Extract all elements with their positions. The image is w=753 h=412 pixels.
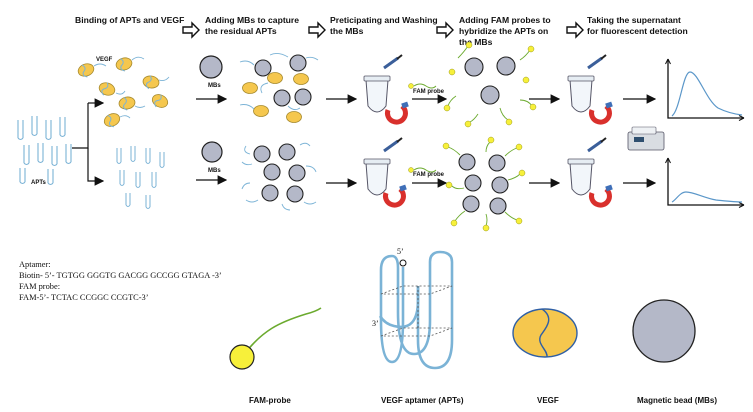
mbs-with-apts-bottom <box>241 142 317 211</box>
free-apts-cluster <box>116 146 165 209</box>
supernatant-tube-top <box>567 54 613 125</box>
hybridized-mbs-bottom <box>442 136 526 232</box>
vegf-label: VEGF <box>96 57 113 63</box>
fam-probe-label-top: FAM probe <box>413 89 444 95</box>
fluorometer-icon <box>627 126 665 151</box>
legend-bead-caption: Magnetic bead (MBs) <box>637 396 718 405</box>
spectrum-plot-bottom <box>665 157 745 208</box>
apt-vegf-complexes <box>77 56 170 128</box>
legend-vegf-caption: VEGF <box>537 396 559 405</box>
legend-fam-probe-graphic <box>229 307 322 370</box>
legend-aptamer-caption: VEGF aptamer (APTs) <box>381 396 464 405</box>
legend-vegf-graphic <box>512 308 578 358</box>
step-arrow-icon <box>308 21 326 39</box>
legend-aptamer-graphic <box>378 250 454 370</box>
mbs-with-complexes-top <box>239 52 319 123</box>
aptamer-sequence: Biotin- 5’- TGTGG GGGTG GACGG GCCGG GTAG… <box>19 271 222 280</box>
aptamer-title: Aptamer: <box>19 260 51 269</box>
step-5-label: Taking the supernatant for fluorescent d… <box>587 15 688 36</box>
step-3-label: Preticipating and Washing the MBs <box>330 15 438 36</box>
magnetic-bead-top <box>199 55 223 79</box>
mbs-label-top: MBs <box>208 83 221 89</box>
legend-fam-probe-caption: FAM-probe <box>249 396 291 405</box>
tube-magnet-top <box>363 54 409 125</box>
fam-probe-label-bottom: FAM probe <box>413 172 444 178</box>
apts-label: APTs <box>31 180 46 186</box>
apts-cluster <box>17 116 72 186</box>
supernatant-tube-bottom <box>567 137 613 208</box>
free-fam-probes-top <box>443 41 537 128</box>
five-prime-label: 5’ <box>397 247 404 256</box>
spectrum-plot-top <box>665 58 745 121</box>
fam-probe-sequence: FAM-5’- TCTAC CCGGC CCGTC-3’ <box>19 293 149 302</box>
step-arrow-icon <box>436 21 454 39</box>
mbs-label-bottom: MBs <box>208 168 221 174</box>
step-1-label: Binding of APTs and VEGF <box>75 15 185 25</box>
tube-magnet-bottom <box>363 137 407 208</box>
step-arrow-icon <box>182 21 200 39</box>
step-2-label: Adding MBs to capture the residual APTs <box>205 15 300 36</box>
fam-probe-title: FAM probe: <box>19 282 61 291</box>
step-4-label: Adding FAM probes to hybridize the APTs … <box>459 15 551 47</box>
step-arrows <box>182 21 584 39</box>
step-arrow-icon <box>566 21 584 39</box>
three-prime-label: 3’ <box>372 319 379 328</box>
magnetic-bead-bottom <box>201 141 223 163</box>
legend-bead-graphic <box>632 299 696 363</box>
